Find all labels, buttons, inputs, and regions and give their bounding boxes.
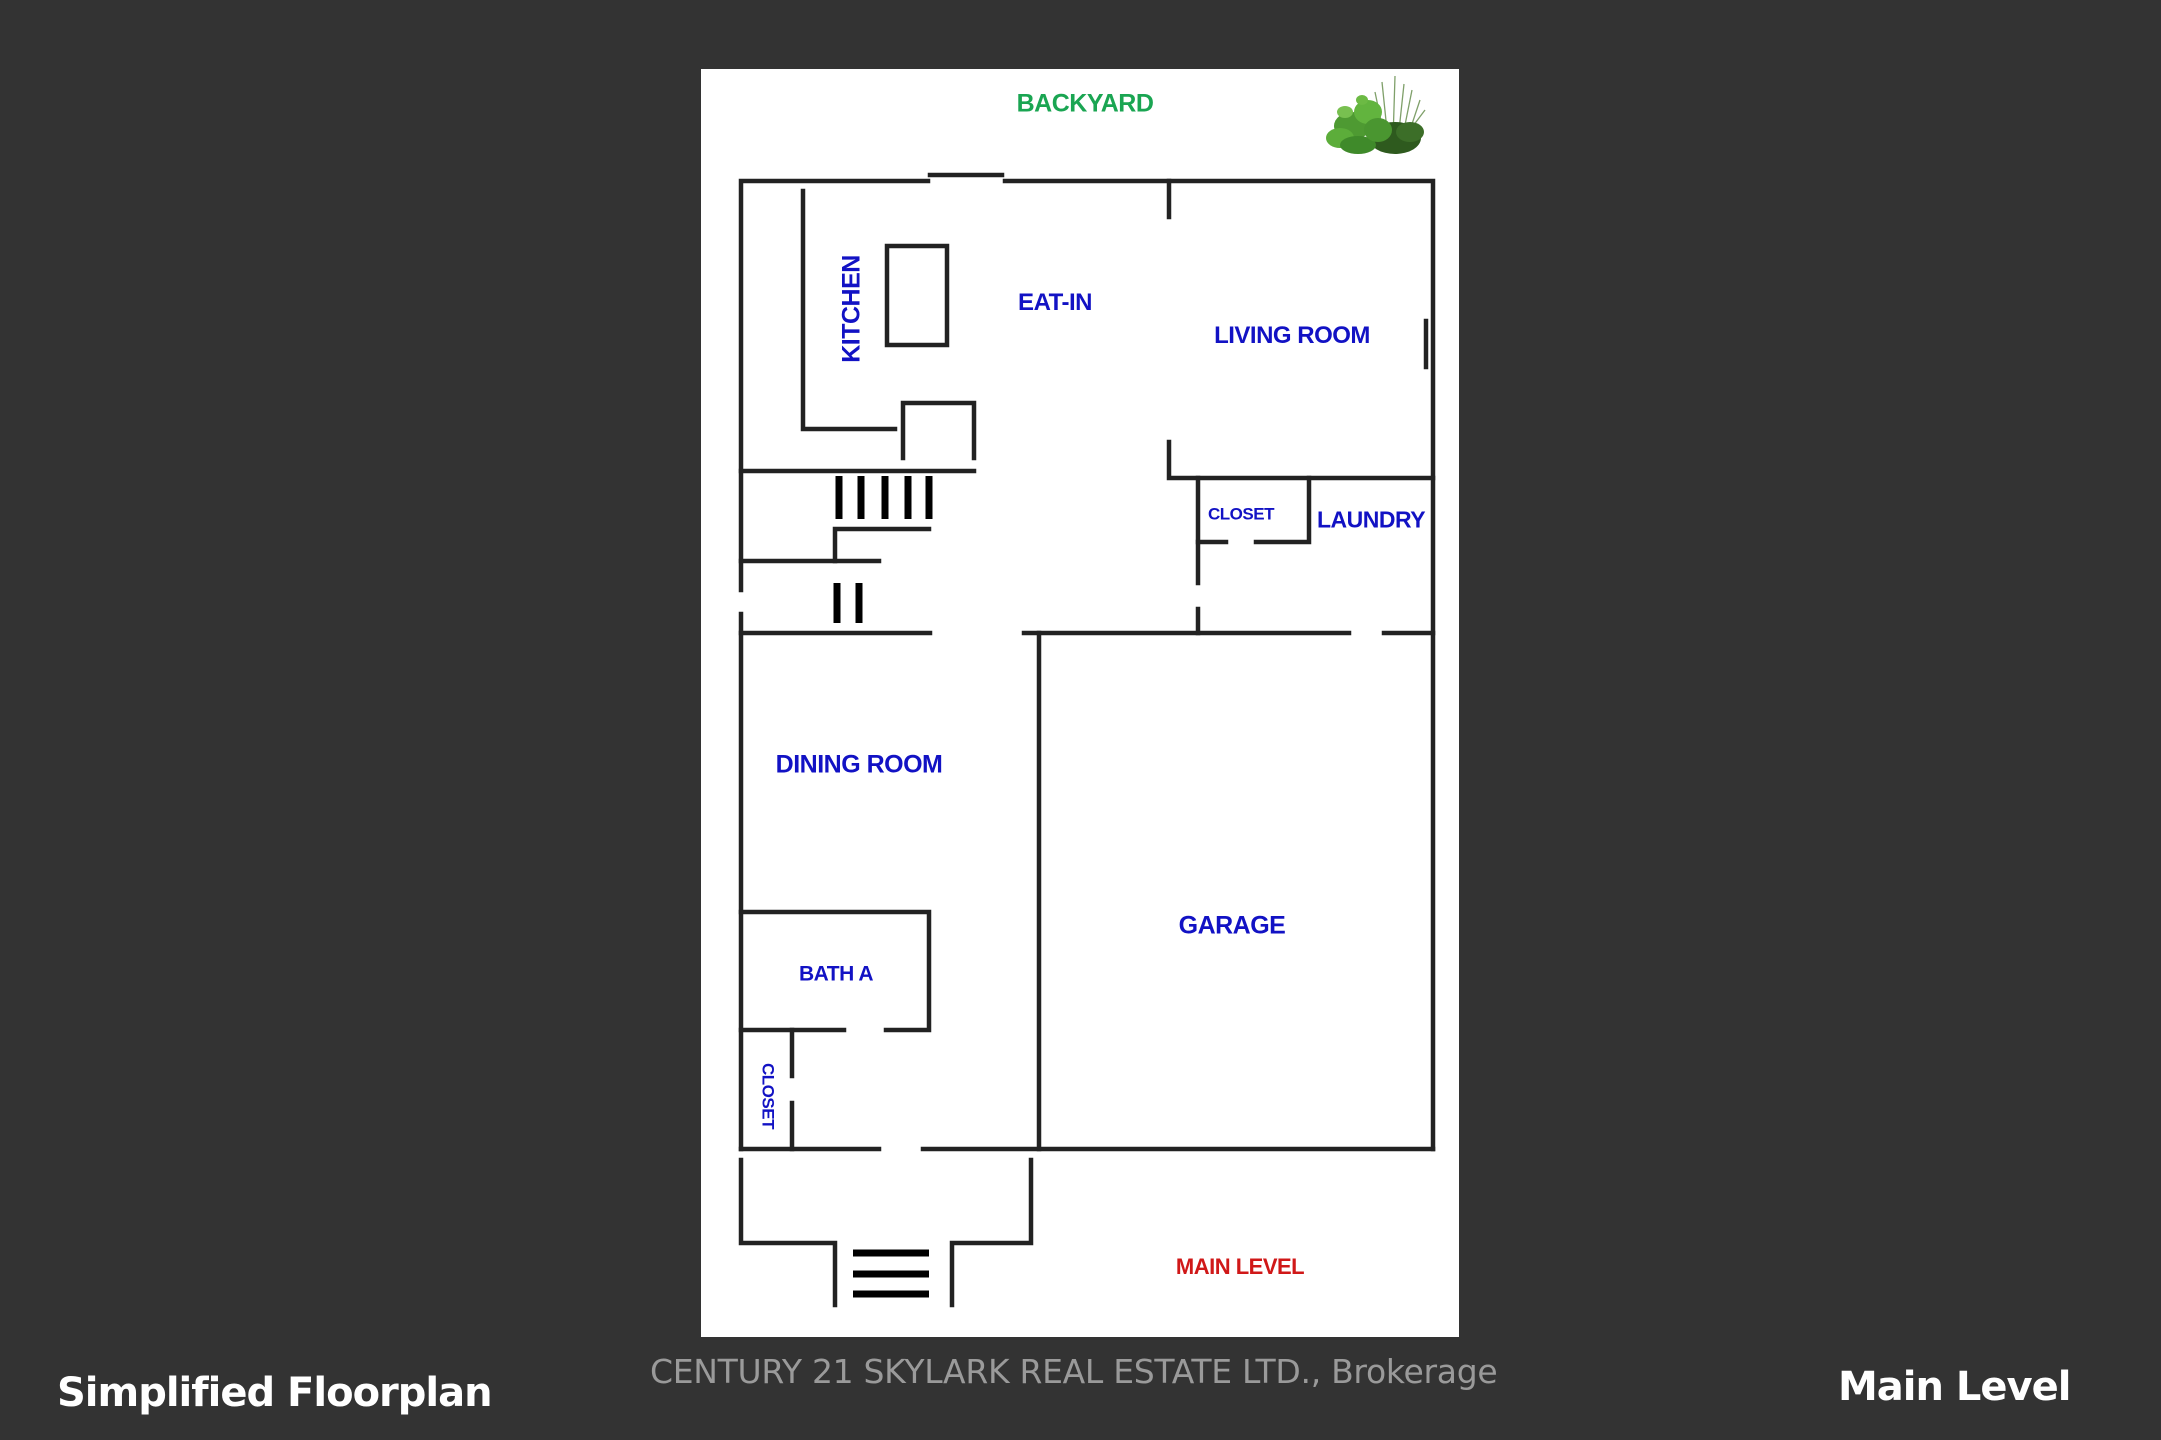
brokerage-credit: CENTURY 21 SKYLARK REAL ESTATE LTD., Bro… bbox=[650, 1352, 1498, 1391]
stair-step bbox=[881, 476, 889, 519]
plant-icon bbox=[1326, 75, 1426, 154]
porch-step bbox=[853, 1290, 929, 1298]
kitchen-island bbox=[884, 243, 950, 348]
room-label-closet-bath: CLOSET bbox=[758, 1063, 778, 1129]
room-label-dining-room: DINING ROOM bbox=[775, 750, 943, 779]
room-label-kitchen: KITCHEN bbox=[837, 255, 866, 363]
room-label-living-room: LIVING ROOM bbox=[1214, 322, 1370, 349]
porch-wall-left bbox=[738, 1157, 838, 1308]
floorplan-title: Simplified Floorplan bbox=[57, 1370, 493, 1416]
porch-step bbox=[853, 1270, 929, 1278]
porch-wall-right bbox=[949, 1157, 1034, 1308]
closet-wall-right bbox=[1253, 475, 1312, 545]
stairs bbox=[833, 476, 933, 1298]
room-label-eat-in: EAT-IN bbox=[1018, 289, 1092, 316]
stair-step bbox=[925, 476, 933, 519]
stair-step bbox=[833, 583, 841, 623]
walls bbox=[738, 172, 1436, 1308]
kitchen-appliance bbox=[900, 400, 977, 461]
room-label-garage: GARAGE bbox=[1178, 911, 1286, 940]
stair-step bbox=[835, 476, 843, 519]
exterior-wall-left-upper bbox=[738, 178, 931, 593]
exterior-wall-top-right bbox=[1002, 178, 1436, 1152]
level-title: Main Level bbox=[1838, 1364, 2071, 1410]
stair-step bbox=[855, 583, 863, 623]
floorplan-panel bbox=[701, 69, 1459, 1337]
stair-step bbox=[857, 476, 865, 519]
level-tag: MAIN LEVEL bbox=[1175, 1254, 1305, 1279]
kitchen-counter-wall bbox=[800, 188, 898, 432]
living-wall-left-lower bbox=[1166, 439, 1436, 481]
stair-step bbox=[904, 476, 912, 519]
room-label-closet-laundry: CLOSET bbox=[1208, 504, 1274, 524]
stair-landing-wall bbox=[832, 526, 932, 564]
room-label-bath-a: BATH A bbox=[799, 962, 874, 986]
room-label-laundry: LAUNDRY bbox=[1316, 506, 1426, 533]
backyard-label: BACKYARD bbox=[1016, 89, 1154, 118]
bath-wall bbox=[738, 909, 932, 1033]
porch-step bbox=[853, 1249, 929, 1257]
